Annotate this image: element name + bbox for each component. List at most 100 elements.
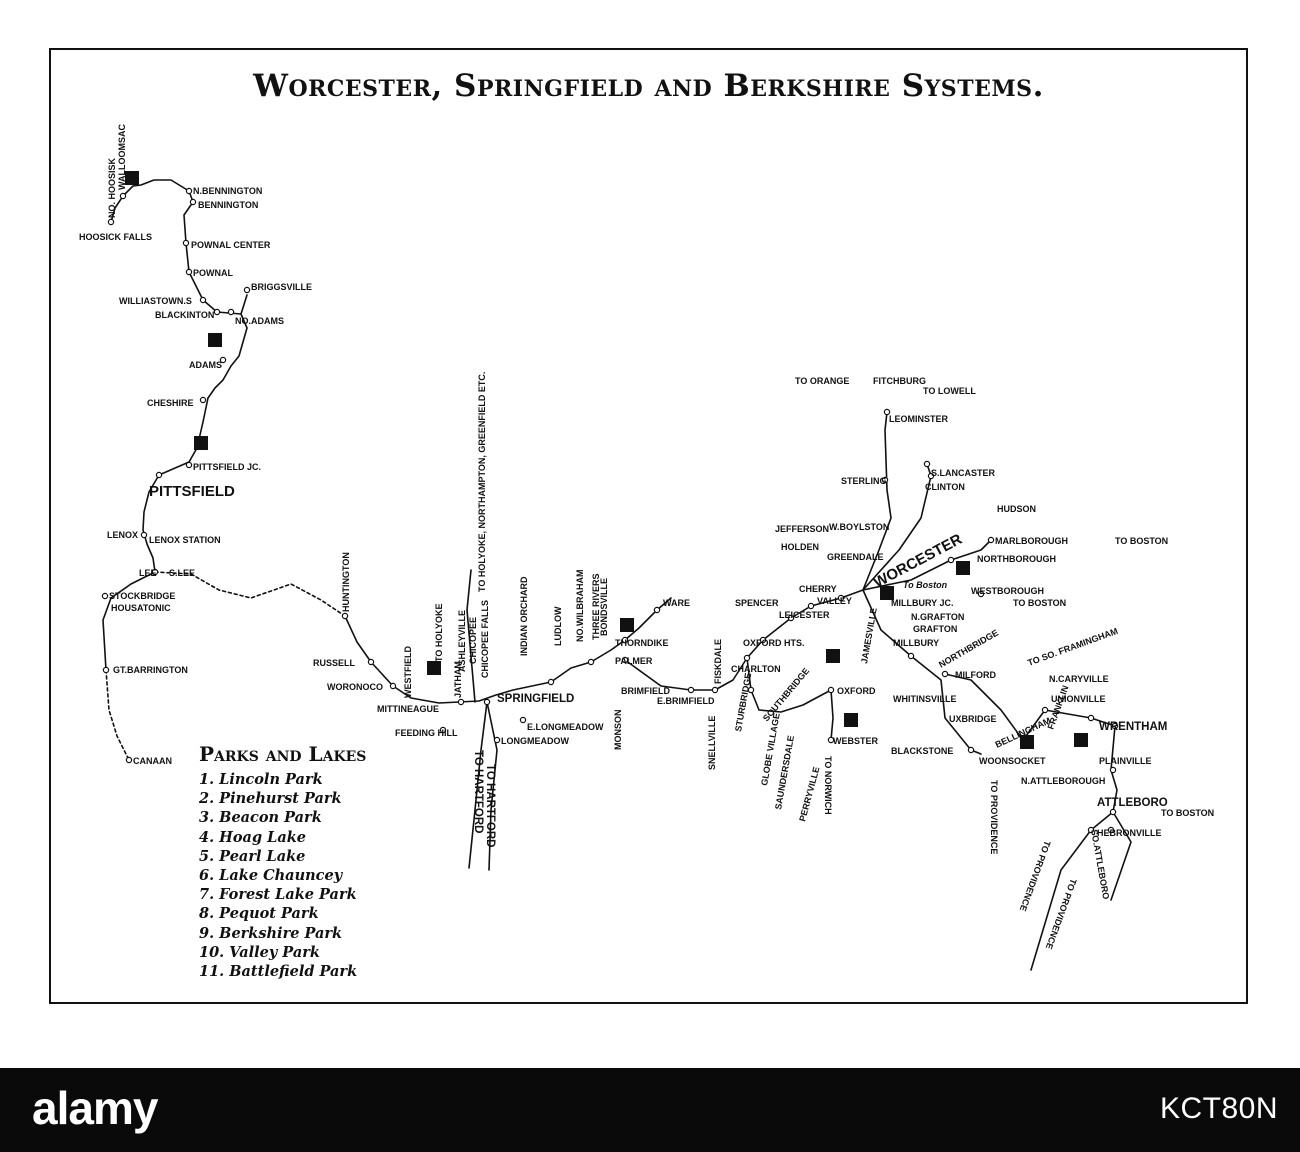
label-pownal: POWNAL <box>193 268 233 278</box>
label-mittineague: MITTINEAGUE <box>377 704 439 714</box>
label-to-providence-2: TO PROVIDENCE <box>1018 839 1053 912</box>
label-perryville: PERRYVILLE <box>797 766 821 823</box>
brand-logo-text: alamy <box>32 1082 159 1134</box>
image-id: KCT80N <box>1159 1092 1278 1125</box>
park-marker-6: 6 <box>960 564 965 574</box>
park-marker-1: 1 <box>884 589 889 599</box>
label-holden: HOLDEN <box>781 542 819 552</box>
legend-title: Parks and Lakes <box>199 742 367 766</box>
label-grafton: GRAFTON <box>913 624 957 634</box>
label-unionville: UNIONVILLE <box>1051 694 1106 704</box>
label-monson: MONSON <box>613 710 623 751</box>
label-e-brimfield: E.BRIMFIELD <box>657 696 715 706</box>
label-wrentham: WRENTHAM <box>1099 721 1167 733</box>
label-snellville: SNELLVILLE <box>707 716 717 770</box>
label-w-boylston: W.BOYLSTON <box>829 522 889 532</box>
label-russell: RUSSELL <box>313 658 356 668</box>
label-uxbridge: UXBRIDGE <box>949 714 997 724</box>
alamy-logo: alamy <box>32 1082 160 1134</box>
park-marker-4: 4 <box>1024 738 1029 748</box>
label-leominster: LEOMINSTER <box>889 414 949 424</box>
label-to-boston-italic: To Boston <box>903 580 948 590</box>
label-sterling: STERLING <box>841 476 887 486</box>
label-fiskdale: FISKDALE <box>713 639 723 684</box>
label-housatonic: HOUSATONIC <box>111 603 171 613</box>
label-palmer: PALMER <box>615 656 653 666</box>
legend-item: 7. Forest Lake Park <box>199 886 357 904</box>
label-ludlow: LUDLOW <box>553 606 563 646</box>
label-no-hoosisk: NO. HOOSISK <box>107 157 117 218</box>
park-marker-10: 10 <box>210 336 220 346</box>
label-n-bennington: N.BENNINGTON <box>193 186 262 196</box>
label-to-holyoke-long: TO HOLYOKE, NORTHAMPTON, GREENFIELD ETC. <box>477 372 487 592</box>
label-oxford: OXFORD <box>837 686 876 696</box>
label-to-providence-3: TO PROVIDENCE <box>1044 877 1079 950</box>
label-to-holyoke: TO HOLYOKE <box>434 603 444 662</box>
label-longmeadow: LONGMEADOW <box>501 736 569 746</box>
park-marker-8: 8 <box>431 664 436 674</box>
label-to-boston-3: TO BOSTON <box>1161 808 1214 818</box>
label-to-hartford-2: TO HARTFORD <box>484 764 496 847</box>
label-marlborough: MARLBOROUGH <box>995 536 1068 546</box>
legend-item: 11. Battlefield Park <box>199 963 358 981</box>
label-adams: ADAMS <box>189 360 222 370</box>
label-lee: LEE <box>139 568 157 578</box>
label-jefferson: JEFFERSON <box>775 524 829 534</box>
rail-line-adams-loop <box>207 313 248 399</box>
map-title: Worcester, Springfield and Berkshire Sys… <box>253 68 1044 104</box>
label-ware: WARE <box>663 598 690 608</box>
label-no-wilbraham: NO.WILBRAHAM <box>575 570 585 643</box>
park-marker-2: 2 <box>830 652 835 662</box>
label-williamstown: WILLIASTOWN.S <box>119 296 192 306</box>
label-lenox-station: LENOX STATION <box>149 535 221 545</box>
label-to-norwich: TO NORWICH <box>823 756 833 815</box>
rail-line-stockbridge-barrington <box>102 571 156 671</box>
rail-line-springfield-hartford-2 <box>486 701 498 871</box>
label-webster: WEBSTER <box>833 736 879 746</box>
rail-line-chicopee-north <box>466 569 476 703</box>
label-canaan: CANAAN <box>133 756 172 766</box>
legend-item: 9. Berkshire Park <box>199 924 343 942</box>
rail-line-pittsfield-lee <box>142 474 160 573</box>
label-to-boston-1: TO BOSTON <box>1115 536 1168 546</box>
label-westborough: WESTBOROUGH <box>971 586 1044 596</box>
legend-item: 4. Hoag Lake <box>199 828 307 846</box>
label-leicester: LEICESTER <box>779 610 830 620</box>
label-n-grafton: N.GRAFTON <box>911 612 964 622</box>
parks-legend: Parks and Lakes 1. Lincoln Park 2. Pineh… <box>199 742 366 981</box>
label-millbury: MILLBURY <box>893 638 939 648</box>
legend-item: 3. Beacon Park <box>199 809 322 827</box>
rail-line-springfield-palmer <box>550 597 672 683</box>
park-marker-9: 9 <box>198 439 203 449</box>
label-s-lee: S.LEE <box>169 568 195 578</box>
label-millbury-jc: MILLBURY JC. <box>891 598 954 608</box>
label-greendale: GREENDALE <box>827 552 884 562</box>
park-markers: 11 10 9 8 7 2 3 1 6 4 5 <box>125 171 1088 749</box>
label-saundersdale: SAUNDERSDALE <box>773 735 796 811</box>
label-cherry: CHERRY <box>799 584 837 594</box>
label-pownal-center: POWNAL CENTER <box>191 240 271 250</box>
label-bennington: BENNINGTON <box>198 200 258 210</box>
rail-line-springfield-hartford <box>468 701 488 869</box>
legend-item: 5. Pearl Lake <box>199 847 306 865</box>
rail-line-worcester-clinton <box>862 463 932 591</box>
label-n-caryville: N.CARYVILLE <box>1049 674 1109 684</box>
label-blackinton: BLACKINTON <box>155 310 214 320</box>
label-hoosick-falls: HOOSICK FALLS <box>79 232 152 242</box>
label-no-adams: NO.ADAMS <box>235 316 284 326</box>
label-clinton: CLINTON <box>925 482 965 492</box>
label-feeding-hill: FEEDING HILL <box>395 728 458 738</box>
label-springfield: SPRINGFIELD <box>497 693 574 705</box>
label-southbridge: SOUTHBRIDGE <box>761 666 811 723</box>
map-frame: Worcester, Springfield and Berkshire Sys… <box>49 48 1248 1004</box>
label-woonsocket: WOONSOCKET <box>979 756 1046 766</box>
label-n-attleborough: N.ATTLEBOROUGH <box>1021 776 1105 786</box>
park-marker-7: 7 <box>624 621 629 631</box>
label-walloomsac: WALLOOMSAC <box>117 124 127 190</box>
rail-line-berkshire-north <box>110 179 248 315</box>
label-sturbridge: STURBRIDGE <box>733 672 753 732</box>
label-brimfield: BRIMFIELD <box>621 686 670 696</box>
label-plainville: PLAINVILLE <box>1099 756 1152 766</box>
label-to-hartford-1: TO HARTFORD <box>472 750 484 833</box>
label-pittsfield-jc: PITTSFIELD JC. <box>193 462 261 472</box>
